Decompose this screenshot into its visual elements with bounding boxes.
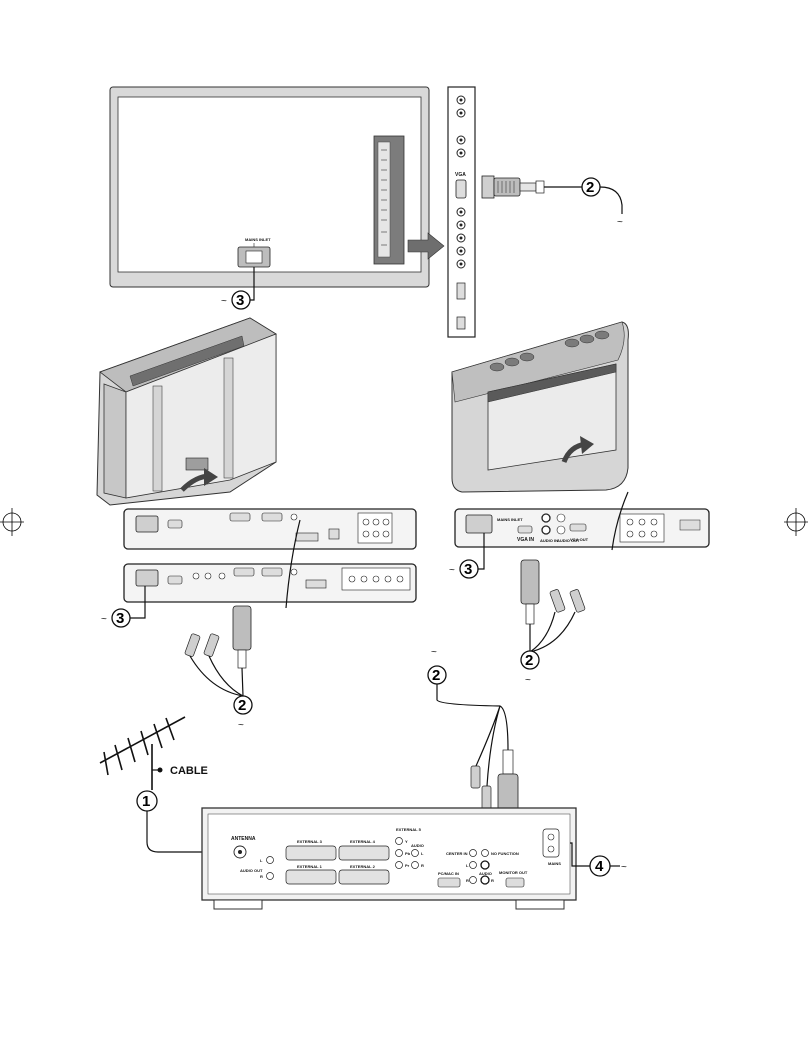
callout-1: 1: [136, 790, 158, 812]
svg-text:3: 3: [116, 610, 124, 627]
center-in-label: CENTER IN: [446, 851, 468, 856]
svg-text:3: 3: [464, 561, 472, 578]
svg-text:Pr: Pr: [405, 863, 410, 868]
callout-2-left: 2: [233, 695, 253, 715]
registration-mark-left: [0, 508, 24, 536]
antenna-icon: [99, 716, 186, 790]
svg-text:Pb: Pb: [405, 851, 411, 856]
svg-text:2: 2: [525, 652, 533, 669]
monitor-out-label: MONITOR OUT: [499, 870, 528, 875]
audio-label-ext5: AUDIO: [411, 843, 424, 848]
registration-mark-right: [784, 508, 808, 536]
audio-label-bottom: AUDIO: [479, 871, 492, 876]
svg-text:4: 4: [595, 858, 604, 875]
side-connector-panel: VGA: [447, 86, 476, 338]
no-function-label: NO FUNCTION: [491, 851, 519, 856]
svg-text:R: R: [260, 874, 263, 879]
svg-text:~: ~: [617, 217, 623, 228]
callout-3-left: 3: [111, 608, 131, 628]
callout-2-bottom: 2: [427, 665, 447, 685]
svg-text:~: ~: [621, 862, 627, 873]
mains-label: MAINS: [548, 861, 561, 866]
svg-text:~: ~: [431, 647, 437, 658]
pc-mac-in-label: PC/MAC IN: [438, 871, 459, 876]
audio-plugs-right: [549, 589, 586, 613]
audio-out-small-label: AUDIO OUT: [557, 538, 580, 543]
svg-text:2: 2: [238, 697, 246, 714]
svg-text:3: 3: [236, 292, 244, 309]
external-4-label: EXTERNAL 4: [350, 839, 376, 844]
tilde-mark: ~: [221, 296, 227, 307]
svg-text:~: ~: [449, 565, 455, 576]
mains-inlet-top: MAINS INLET: [237, 237, 271, 268]
vga-plug-right: [520, 559, 540, 625]
projection-tv-right: [451, 321, 629, 493]
external-5-label: EXTERNAL 5: [396, 827, 422, 832]
mains-inlet-label-right: MAINS INLET: [497, 517, 523, 522]
flat-panel-back: [109, 86, 430, 288]
svg-text:~: ~: [238, 720, 244, 731]
audio-plugs-left: [184, 633, 220, 657]
svg-text:2: 2: [586, 179, 594, 196]
vga-out-label: VGA OUT: [570, 537, 589, 542]
external-1-label: EXTERNAL 1: [297, 864, 323, 869]
svg-text:L: L: [421, 851, 424, 856]
av-receiver-back: ANTENNA L R AUDIO OUT EXTERNAL 3 EXTERNA…: [201, 807, 577, 910]
svg-text:R: R: [421, 863, 424, 868]
antenna-label: ANTENNA: [231, 836, 256, 842]
zoom-arrow-icon: [407, 232, 445, 260]
callout-2-side: 2: [581, 177, 601, 197]
plug-set-bottom: [470, 749, 519, 819]
connector-panel-left-2: [123, 563, 417, 603]
vga-plug-side: [481, 175, 545, 199]
connector-panel-left-1: [123, 508, 417, 550]
svg-text:2: 2: [432, 667, 440, 684]
external-2-label: EXTERNAL 2: [350, 864, 376, 869]
callout-4: 4: [589, 855, 611, 877]
external-3-label: EXTERNAL 3: [297, 839, 323, 844]
projection-tv-left: [96, 317, 277, 506]
svg-text:L: L: [260, 858, 263, 863]
cable-label: CABLE: [170, 765, 208, 777]
callout-2-right: 2: [520, 650, 540, 670]
svg-text:~: ~: [101, 614, 107, 625]
svg-text:~: ~: [525, 675, 531, 686]
svg-text:1: 1: [142, 793, 150, 810]
vga-plug-left: [232, 605, 252, 669]
connector-panel-right: MAINS INLET VGA IN AUDIO IN AUDIO OUT VG…: [454, 508, 710, 548]
audio-out-label: AUDIO OUT: [240, 868, 263, 873]
callout-3-top: 3: [231, 290, 251, 310]
svg-text:Y: Y: [405, 839, 408, 844]
audio-in-label: AUDIO IN: [540, 538, 558, 543]
svg-text:R: R: [491, 878, 494, 883]
svg-text:R: R: [466, 878, 469, 883]
vga-label: VGA: [455, 172, 466, 178]
vga-in-label: VGA IN: [517, 537, 534, 543]
svg-text:L: L: [466, 863, 469, 868]
callout-3-right: 3: [459, 559, 479, 579]
mains-inlet-label: MAINS INLET: [245, 237, 271, 242]
